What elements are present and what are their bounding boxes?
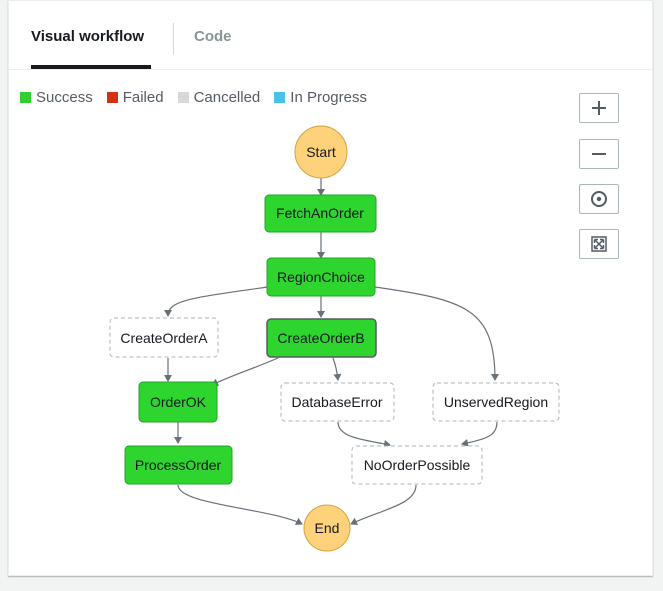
state-fetch-an-order[interactable]: FetchAnOrder xyxy=(264,194,377,233)
state-label: UnservedRegion xyxy=(444,394,548,410)
in-progress-swatch xyxy=(274,92,286,103)
legend-success: Success xyxy=(20,89,93,106)
state-label: NoOrderPossible xyxy=(364,457,471,473)
state-label: FetchAnOrder xyxy=(276,205,364,221)
start-label: Start xyxy=(306,144,336,160)
success-swatch xyxy=(20,92,31,103)
zoom-out-button[interactable] xyxy=(579,139,619,169)
state-database-error[interactable]: DatabaseError xyxy=(280,382,395,422)
fit-to-screen-button[interactable] xyxy=(579,229,619,259)
status-legend: Success Failed Cancelled In Progress xyxy=(20,89,381,106)
minus-icon xyxy=(592,153,606,155)
edge-process-end xyxy=(177,484,303,525)
plus-icon xyxy=(592,101,606,115)
cancelled-swatch xyxy=(177,92,189,103)
legend-in-progress: In Progress xyxy=(274,89,367,106)
target-icon xyxy=(591,191,607,207)
state-region-choice[interactable]: RegionChoice xyxy=(266,257,376,297)
state-label: CreateOrderB xyxy=(277,330,364,346)
edge-region-createa xyxy=(164,285,276,317)
legend-label: Failed xyxy=(122,89,164,106)
state-create-order-b[interactable]: CreateOrderB xyxy=(266,318,377,358)
state-process-order[interactable]: ProcessOrder xyxy=(124,445,233,485)
edge-dberror-nop xyxy=(337,421,391,448)
tab-visual-workflow[interactable]: Visual workflow xyxy=(31,28,145,45)
state-create-order-a[interactable]: CreateOrderA xyxy=(109,317,219,358)
legend-label: Success xyxy=(36,89,93,106)
state-order-ok[interactable]: OrderOK xyxy=(138,381,218,423)
edge-region-unserved xyxy=(374,286,499,381)
state-label: CreateOrderA xyxy=(120,330,208,346)
workflow-edges xyxy=(164,178,499,525)
failed-swatch xyxy=(106,92,118,103)
legend-failed: Failed xyxy=(106,89,164,106)
tab-bar: Visual workflow Code xyxy=(9,1,652,70)
center-view-button[interactable] xyxy=(579,184,619,214)
state-label: OrderOK xyxy=(150,394,207,410)
start-node[interactable]: Start xyxy=(294,125,348,179)
tab-code[interactable]: Code xyxy=(194,28,232,45)
state-label: DatabaseError xyxy=(291,394,382,410)
expand-icon xyxy=(591,236,607,252)
state-no-order-possible[interactable]: NoOrderPossible xyxy=(351,445,483,485)
end-label: End xyxy=(315,520,340,536)
edge-unserved-nop xyxy=(461,421,498,447)
state-label: RegionChoice xyxy=(277,269,365,285)
active-tab-indicator xyxy=(31,65,151,69)
tab-divider xyxy=(173,23,174,55)
state-unserved-region[interactable]: UnservedRegion xyxy=(432,382,560,422)
legend-cancelled: Cancelled xyxy=(177,89,261,106)
edge-nop-end xyxy=(350,484,417,525)
edge-createb-dberror xyxy=(332,357,342,381)
state-label: ProcessOrder xyxy=(135,457,222,473)
end-node[interactable]: End xyxy=(303,504,351,552)
legend-label: Cancelled xyxy=(193,89,261,106)
legend-label: In Progress xyxy=(290,89,367,106)
edge-createb-orderok xyxy=(211,357,279,386)
zoom-in-button[interactable] xyxy=(579,93,619,123)
